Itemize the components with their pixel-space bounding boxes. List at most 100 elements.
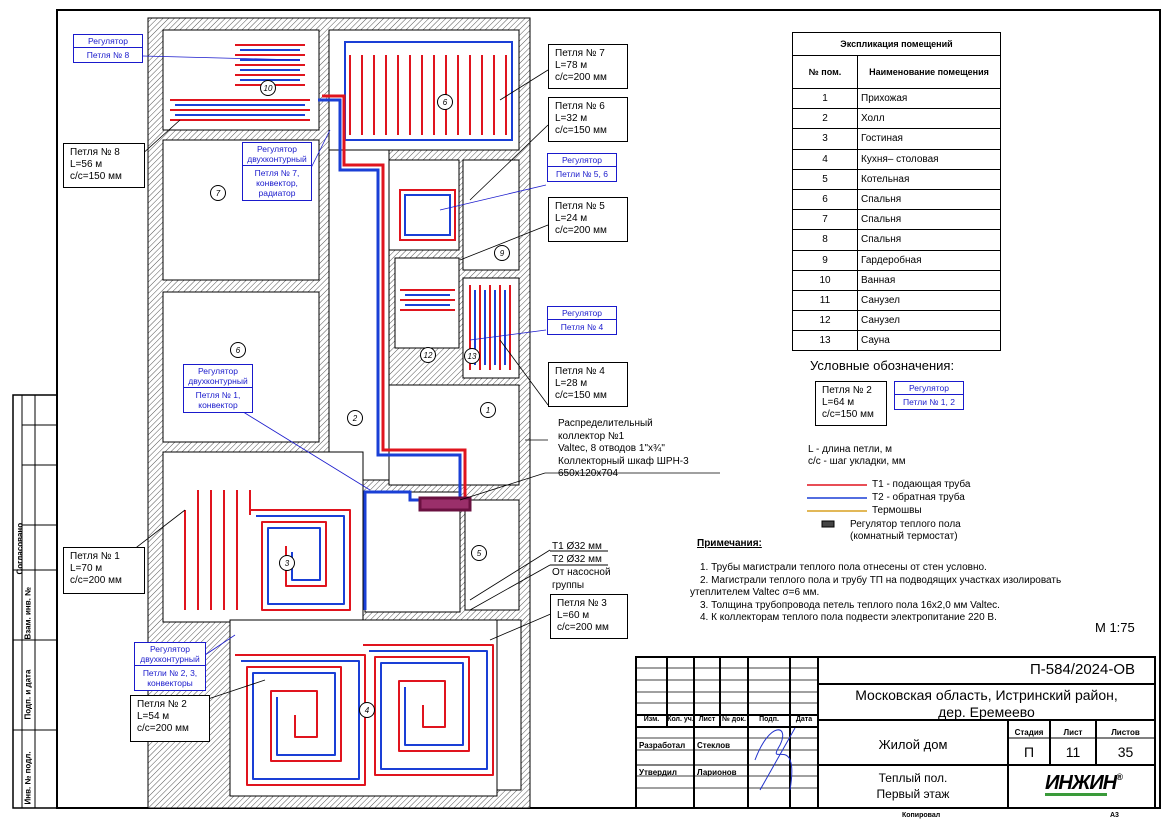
spiral-loop-4-room-return <box>369 650 488 770</box>
legend-regulator: Регулятор теплого пола(комнатный термост… <box>850 519 961 542</box>
room-mark: 10 <box>260 80 276 96</box>
title-block-col-header: Изм. <box>643 716 660 723</box>
developer-role: Разработал <box>639 741 686 750</box>
room-number: 2 <box>792 108 858 130</box>
room-name: Сауна <box>857 330 1001 352</box>
room-name: Холл <box>857 108 1001 130</box>
room-name: Котельная <box>857 168 1001 190</box>
room-number: 13 <box>792 330 858 352</box>
room-name: Ванная <box>857 269 1001 291</box>
company-logo: ИНЖИН® <box>1045 772 1123 796</box>
format-label: А3 <box>1110 812 1119 819</box>
room-number: 7 <box>792 209 858 231</box>
room-mark: 3 <box>279 555 295 571</box>
loop-serpentine-5-6-4 <box>399 189 511 370</box>
title-block-col-header: Лист <box>698 716 716 723</box>
room-mark: 6 <box>230 342 246 358</box>
copied-label: Копировал <box>902 812 941 819</box>
legend-return: Т2 - обратная труба <box>872 492 965 503</box>
spiral-loop-3-supply <box>250 509 351 611</box>
room-number: 1 <box>792 87 858 110</box>
room-mark: 2 <box>347 410 363 426</box>
col-number: № пом. <box>792 55 858 89</box>
explication-title: Экспликация помещений <box>792 32 1001 56</box>
room-number: 6 <box>792 188 858 211</box>
sheet-title: Теплый пол.Первый этаж <box>876 771 950 801</box>
room-name: Спальня <box>857 188 1001 211</box>
room-name: Спальня <box>857 209 1001 231</box>
sheet-label: Лист <box>1063 728 1083 737</box>
legend-thermo: Термошвы <box>872 505 922 516</box>
stage-value: П <box>1023 744 1035 760</box>
room-number: 10 <box>792 269 858 291</box>
room-name: Спальня <box>857 229 1001 251</box>
room-name: Санузел <box>857 310 1001 332</box>
room-name: Санузел <box>857 289 1001 312</box>
room-number: 4 <box>792 148 858 170</box>
room-name: Гостиная <box>857 128 1001 150</box>
room-name: Прихожая <box>857 87 1001 110</box>
room-number: 12 <box>792 310 858 332</box>
room-number: 11 <box>792 289 858 312</box>
main-pipes <box>318 94 472 610</box>
spiral-loop-2-return <box>241 660 360 780</box>
scale: М 1:75 <box>1095 620 1135 635</box>
room-name: Кухня– столовая <box>857 148 1001 170</box>
signature-mark <box>754 727 796 791</box>
stamp-inv-replace: Взам. инв. № <box>23 587 33 640</box>
title-block-col-header: Кол. уч. <box>667 716 694 723</box>
stamp-sign-date: Подп. и дата <box>23 669 33 720</box>
leader-lines <box>119 69 720 701</box>
room-mark: 1 <box>480 402 496 418</box>
room-mark: 13 <box>464 348 480 364</box>
room-mark: 9 <box>494 245 510 261</box>
loop-serpentine-1 <box>184 490 251 610</box>
title-block-grid <box>635 656 1156 809</box>
legend-supply: Т1 - подающая труба <box>872 479 971 490</box>
room-mark: 6 <box>437 94 453 110</box>
stamp-agreed: Согласовано <box>15 522 25 575</box>
approver-role: Утвердил <box>639 768 677 777</box>
title-block-col-header: № док. <box>722 716 746 723</box>
stage-label: Стадия <box>1014 728 1044 737</box>
title-block-col-header: Дата <box>795 716 813 723</box>
notes-title: Примечания: <box>697 538 762 549</box>
spiral-loop-2-supply <box>235 654 366 786</box>
room-number: 5 <box>792 168 858 190</box>
spiral-loop-3-return <box>256 515 345 605</box>
spiral-loop-4-room-supply <box>363 644 494 776</box>
project-code: П-584/2024-ОВ <box>1030 661 1136 678</box>
address: Московская область, Истринский район,дер… <box>855 687 1118 720</box>
col-name: Наименование помещения <box>857 55 1001 89</box>
stamp-inv-orig: Инв. № подл. <box>23 751 33 805</box>
notes-list: 1. Трубы магистрали теплого пола отнесен… <box>690 562 1062 623</box>
room-mark: 12 <box>420 347 436 363</box>
legend-title: Условные обозначения: <box>810 358 955 373</box>
sheet-value: 11 <box>1065 744 1081 760</box>
room-mark: 7 <box>210 185 226 201</box>
sheets-value: 35 <box>1117 744 1134 760</box>
room-mark: 4 <box>359 702 375 718</box>
room-number: 3 <box>792 128 858 150</box>
